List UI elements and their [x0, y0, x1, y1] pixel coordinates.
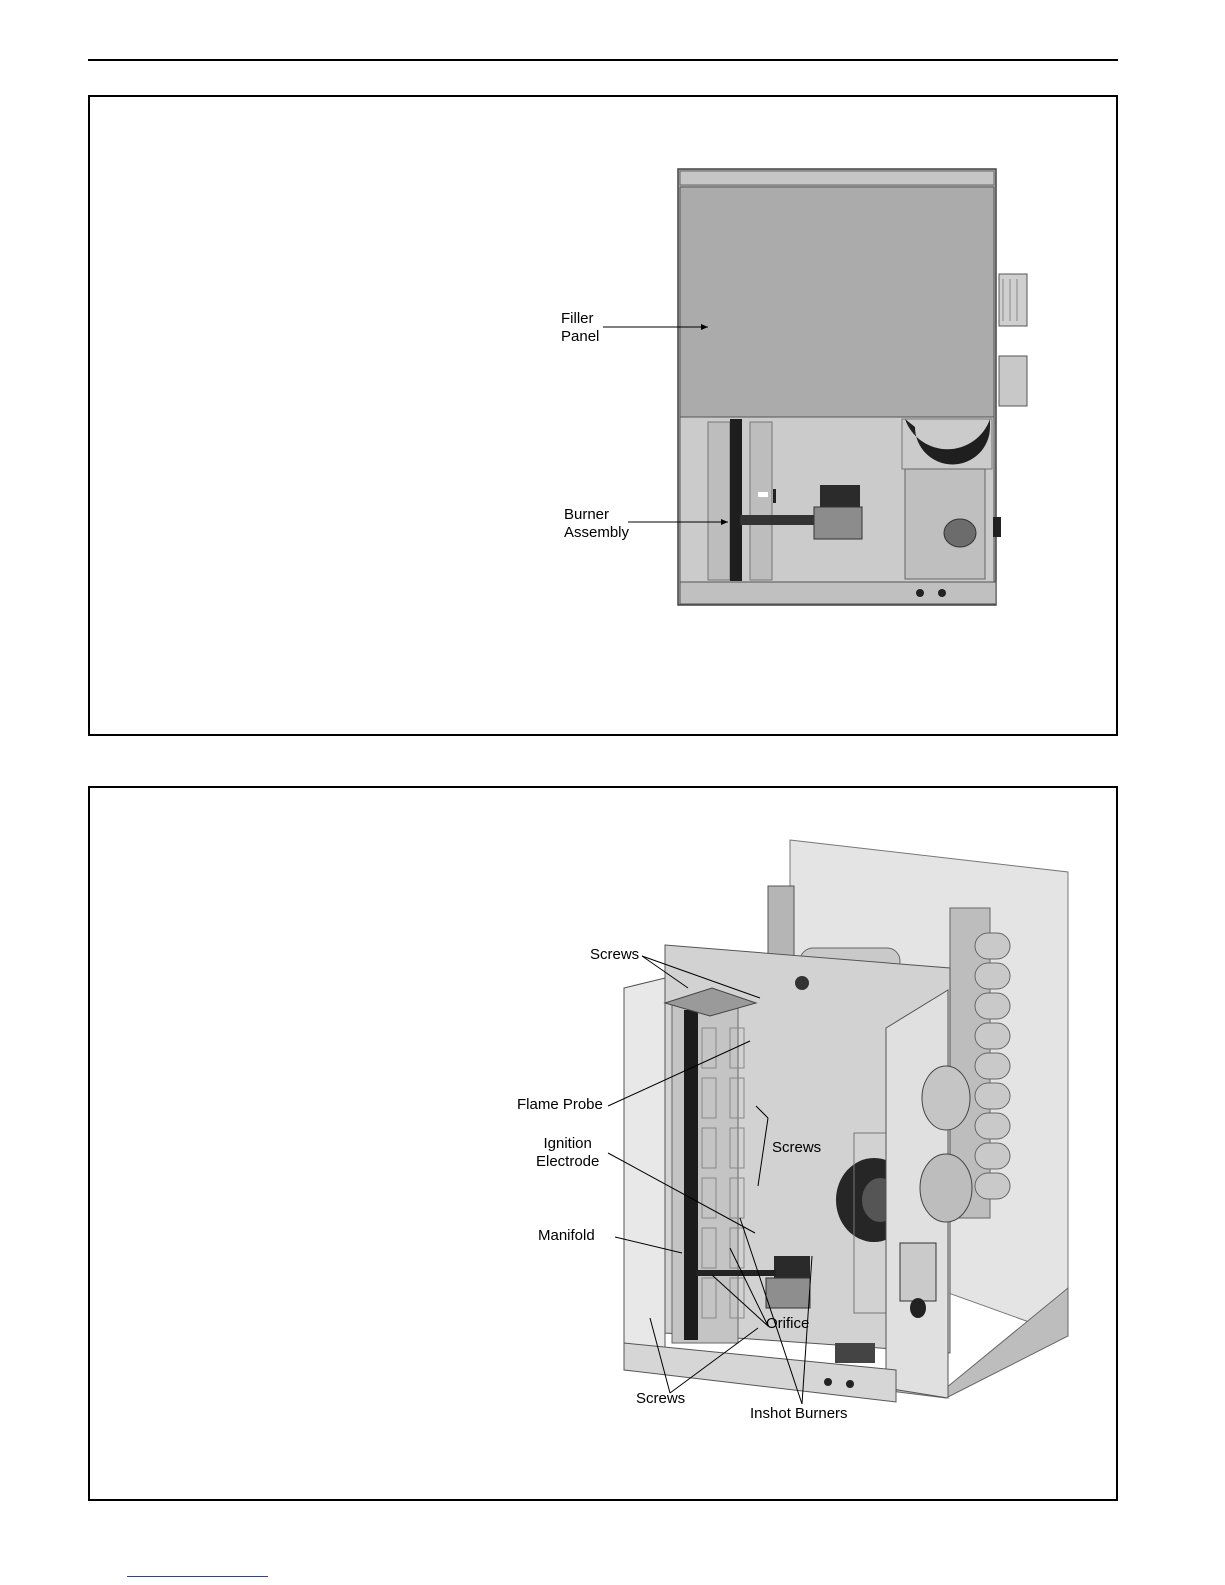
callout-filler-panel-line2: Panel — [561, 328, 599, 346]
furnace-front-illustration — [90, 97, 1116, 734]
header-rule — [88, 59, 1118, 61]
callout-burner-assembly-line1: Burner — [564, 506, 629, 524]
callout-screws-bottom: Screws — [636, 1390, 685, 1408]
callout-orifice: Orifice — [766, 1315, 809, 1333]
callout-manifold: Manifold — [538, 1227, 595, 1245]
callout-flame-probe: Flame Probe — [517, 1096, 603, 1114]
footer-link-underline[interactable] — [127, 1576, 268, 1577]
callout-inshot-burners: Inshot Burners — [750, 1405, 848, 1423]
figure-burner-assembly: Screws Flame Probe Ignition Electrode Sc… — [88, 786, 1118, 1501]
callout-ignition-electrode: Ignition Electrode — [536, 1135, 599, 1171]
callout-filler-panel-line1: Filler — [561, 310, 599, 328]
callout-filler-panel: Filler Panel — [561, 310, 599, 346]
figure-filler-panel: Filler Panel Burner Assembly — [88, 95, 1118, 736]
callout-burner-assembly-line2: Assembly — [564, 524, 629, 542]
callout-screws-right: Screws — [772, 1139, 821, 1157]
callout-ignition-electrode-line1: Ignition — [536, 1135, 599, 1153]
callout-burner-assembly: Burner Assembly — [564, 506, 629, 542]
furnace-isometric-illustration — [90, 788, 1116, 1499]
callout-screws-top: Screws — [590, 946, 639, 964]
callout-ignition-electrode-line2: Electrode — [536, 1153, 599, 1171]
